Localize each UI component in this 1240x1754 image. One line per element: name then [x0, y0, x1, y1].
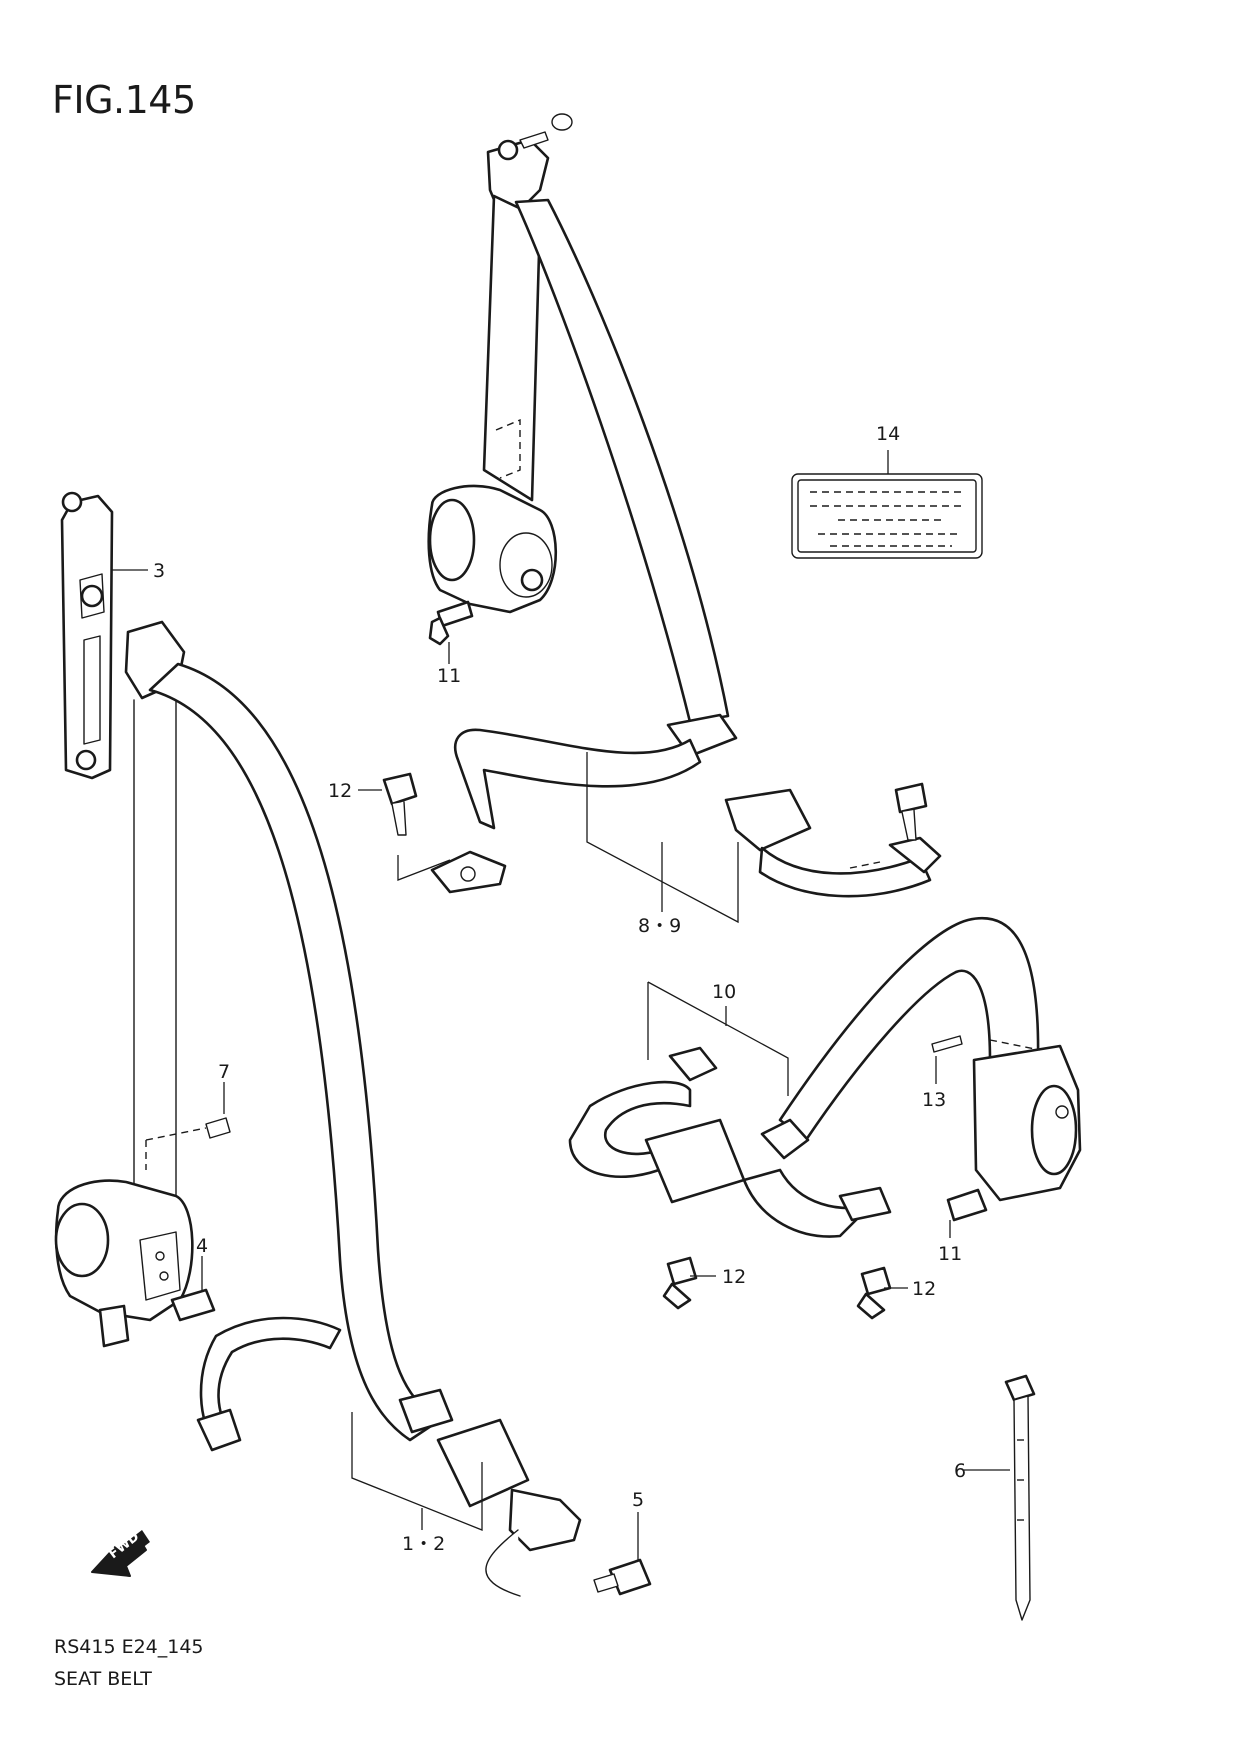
callout-12-left: 12 — [328, 780, 352, 802]
fwd-arrow: FWD — [91, 1529, 150, 1577]
callout-10: 10 — [712, 981, 736, 1003]
model-code: RS415 E24_145 — [54, 1636, 204, 1658]
callout-4: 4 — [196, 1235, 208, 1257]
callout-5: 5 — [632, 1489, 644, 1511]
upper-seat-belt-assembly — [382, 113, 942, 924]
callout-14: 14 — [876, 423, 900, 445]
callout-3: 3 — [153, 560, 165, 582]
cable-tie-part — [1004, 1374, 1036, 1621]
callout-8-9: 8・9 — [638, 915, 681, 937]
rear-seat-belt-assembly — [568, 916, 1082, 1320]
left-seat-belt-assembly — [54, 491, 652, 1597]
figure-title: FIG.145 — [52, 78, 196, 122]
callout-13: 13 — [922, 1089, 946, 1111]
callout-12-bottom-a: 12 — [722, 1266, 746, 1288]
callout-leaders — [112, 450, 1010, 1560]
callout-1-2: 1・2 — [402, 1533, 445, 1555]
callout-12-bottom-b: 12 — [912, 1278, 936, 1300]
callout-6: 6 — [954, 1460, 966, 1482]
warning-label-part — [791, 473, 983, 559]
section-name: SEAT BELT — [54, 1668, 152, 1690]
callout-7: 7 — [218, 1061, 230, 1083]
callout-11-right: 11 — [938, 1243, 962, 1265]
callout-11-top: 11 — [437, 665, 461, 687]
